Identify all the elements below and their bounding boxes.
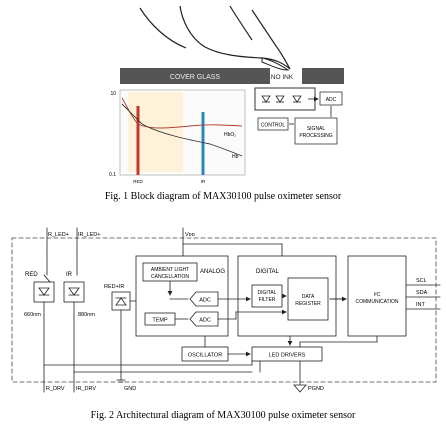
graph-ir-label: IR — [201, 179, 206, 184]
cover-glass-label: COVER GLASS — [170, 74, 221, 81]
hbo2-label: HbO₂ — [224, 132, 236, 138]
hb-label: Hb — [232, 154, 239, 160]
finger-drawing — [139, 5, 291, 70]
signal-processing-label-1: SIGNAL — [307, 126, 326, 132]
signal-processing-block — [294, 117, 338, 145]
int-pin-label: INT — [416, 302, 426, 308]
temp-label: TEMP — [152, 318, 168, 324]
ir-led-pin-label: IR_LED+ — [78, 232, 100, 238]
vdd-label: Vᴅᴅ — [185, 232, 195, 238]
cover-glass-bar — [120, 68, 270, 84]
led-drivers-label: LED DRIVERS — [269, 353, 306, 359]
fig1-adc-label: ADC — [326, 97, 337, 103]
no-ink-label: NO INK — [271, 74, 294, 81]
data-register-block — [287, 277, 329, 321]
graph-y-bottom: 0.1 — [109, 172, 116, 178]
photodiode-label: RED+IR — [104, 284, 124, 290]
sda-pin-label: SDA — [416, 290, 428, 296]
led-icon — [261, 95, 285, 103]
fig1-adc-block — [319, 91, 343, 106]
gnd-label: GND — [124, 386, 136, 392]
ir-led-icon — [68, 287, 80, 296]
adc1-block — [189, 291, 219, 307]
r-drv-pin-label: R_DRV — [46, 386, 65, 392]
data-register-label-2: REGISTER — [295, 301, 321, 307]
data-register-label-1: DATA — [302, 294, 315, 300]
fig2-architecture-diagram: R_LED+ IR_LED+ Vᴅᴅ RED 660nm IR 880nm R_… — [11, 227, 441, 421]
signal-processing-label-2: PROCESSING — [299, 133, 332, 139]
pgnd-symbol — [293, 384, 307, 393]
digital-filter-label-2: FILTER — [259, 297, 276, 303]
scl-pin-label: SCL — [416, 278, 427, 284]
digital-label: DIGITAL — [256, 269, 280, 275]
analog-label: ANALOG — [200, 269, 225, 275]
adc2-label: ADC — [199, 318, 211, 324]
oscillator-label: OSCILLATOR — [188, 353, 222, 359]
photodiode-box — [111, 291, 131, 311]
led-drivers-block — [251, 346, 323, 362]
photodiode-icon — [292, 95, 302, 103]
adc2-block — [189, 311, 219, 327]
package-boundary — [11, 237, 437, 383]
ambient-light-label-2: CANCELLATION — [151, 274, 189, 280]
hb-curve — [121, 103, 243, 157]
ir-led-label: IR — [66, 272, 73, 278]
control-label: CONTROL — [261, 123, 286, 129]
ir-led-box — [63, 281, 85, 303]
photodiode-icon — [115, 297, 127, 306]
ambient-light-label-1: AMBIENT LIGHT — [151, 267, 189, 273]
fig1-block-diagram: COVER GLASS NO INK ADC CONTROL SIGNAL PR… — [105, 5, 344, 202]
ir-drv-pin-label: IR_DRV — [76, 386, 96, 392]
digital-filter-label-1: DIGITAL — [257, 290, 276, 296]
pgnd-label: PGND — [308, 386, 324, 392]
red-led-icon — [38, 287, 50, 296]
fig2-caption: Fig. 2 Architectural diagram of MAX30100… — [91, 410, 356, 421]
i2c-block — [347, 255, 407, 337]
spectrum-band — [128, 92, 183, 172]
fig1-caption: Fig. 1 Block diagram of MAX30100 pulse o… — [105, 191, 342, 202]
control-block — [257, 117, 289, 131]
red-led-label: RED — [25, 272, 38, 278]
graph-y-top: 10 — [110, 91, 116, 97]
adc1-label: ADC — [199, 298, 211, 304]
digital-filter-block — [251, 284, 283, 308]
graph-red-label: RED — [133, 179, 143, 184]
r-led-pin-label: R_LED+ — [48, 232, 69, 238]
660nm-label: 660nm — [24, 312, 41, 318]
red-led-box — [33, 281, 55, 303]
880nm-label: 880nm — [78, 312, 95, 318]
i2c-label-2: COMMUNICATION — [356, 299, 399, 305]
i2c-label-1: I²C — [374, 292, 381, 298]
